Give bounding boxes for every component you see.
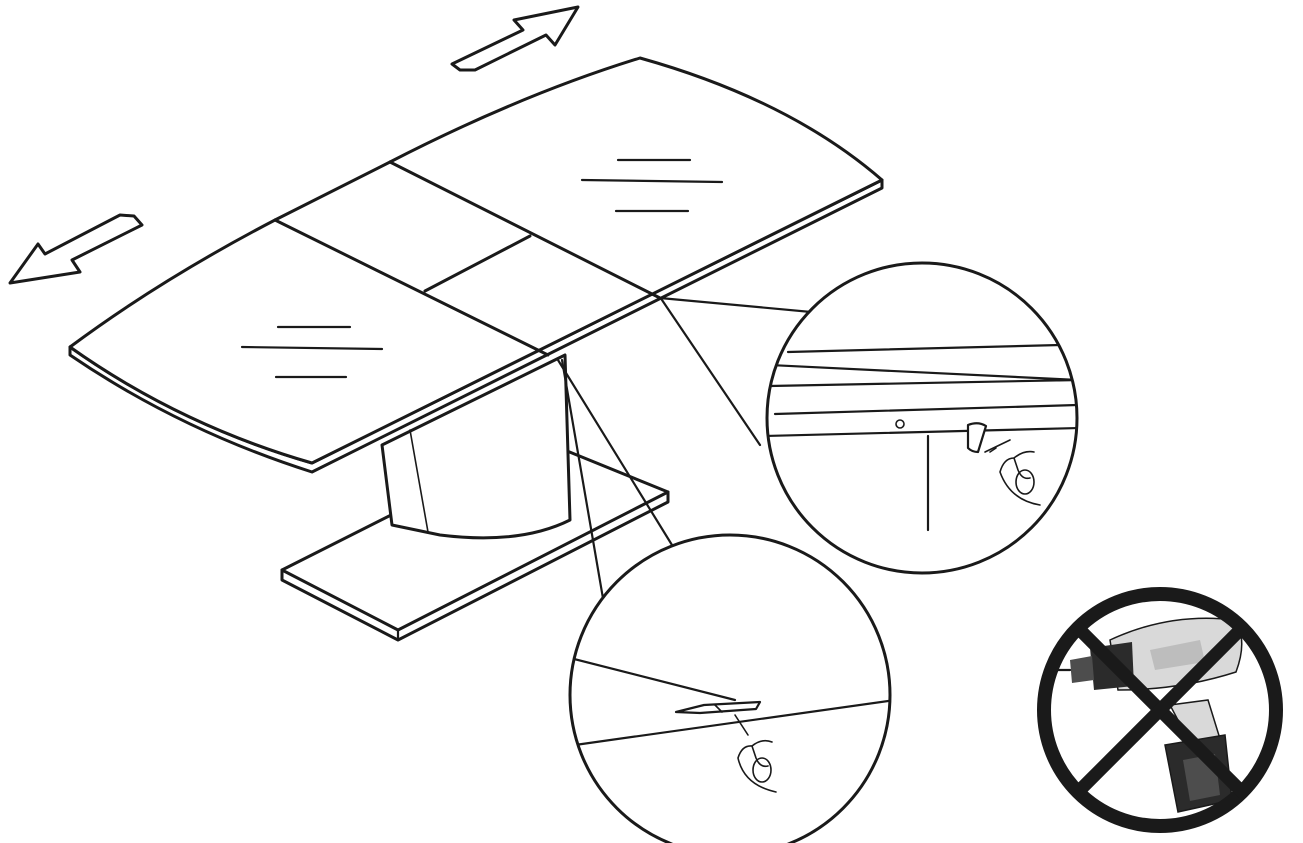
callout-leaders [556,296,824,612]
detail-callout-latch [765,261,1079,575]
hand-pointer-icon [734,714,777,793]
table-pedestal [380,353,572,540]
tabletop [68,56,884,474]
arrow-left-icon [8,213,144,285]
arrow-right-icon [450,5,580,72]
hand-pointer-icon [984,439,1041,506]
detail-callout-track [568,533,892,843]
no-power-drill-icon [1037,587,1283,833]
